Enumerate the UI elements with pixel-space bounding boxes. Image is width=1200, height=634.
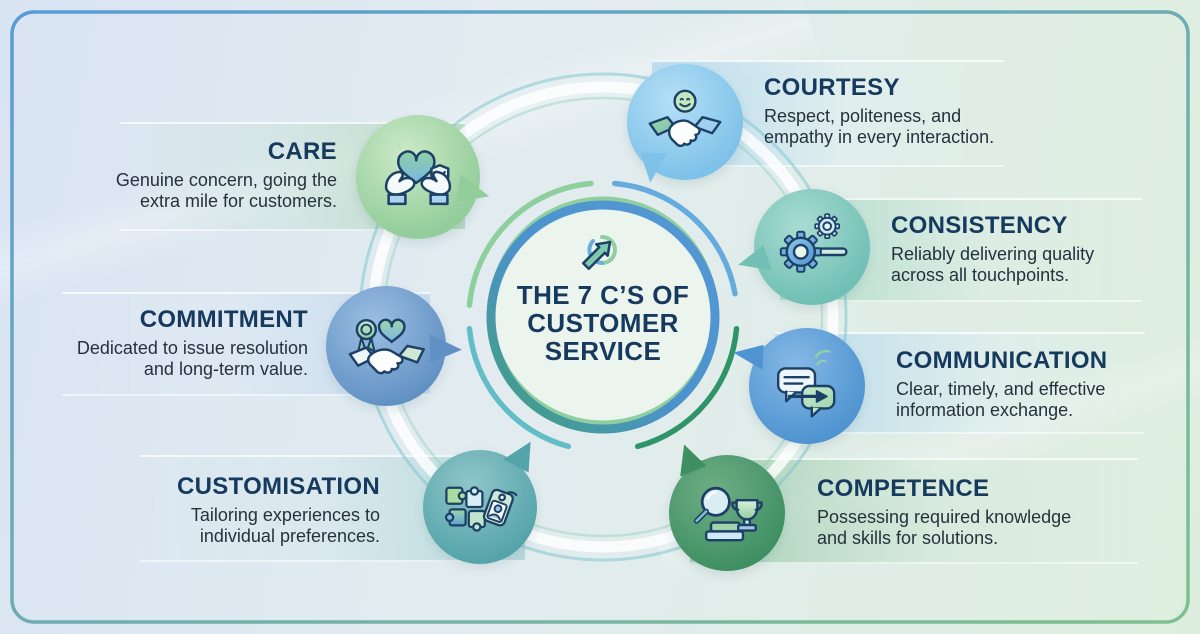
customisation-text: CUSTOMISATION Tailoring experiences to i… — [100, 473, 380, 547]
commitment-desc: Dedicated to issue resolution and long-t… — [76, 338, 308, 380]
customisation-desc: Tailoring experiences to individual pref… — [190, 505, 380, 547]
competence-desc: Possessing required knowledge and skills… — [817, 507, 1072, 549]
courtesy-title: COURTESY — [764, 74, 900, 101]
magnifier-books-trophy-icon — [693, 486, 763, 542]
commitment-bubble — [326, 286, 446, 406]
courtesy-desc: Respect, politeness, and empathy in ever… — [764, 106, 995, 148]
communication-title: COMMUNICATION — [896, 347, 1108, 374]
growth-arrow-icon — [581, 235, 617, 271]
commitment-text: COMMITMENT Dedicated to issue resolution… — [48, 306, 308, 380]
consistency-text: CONSISTENCY Reliably delivering quality … — [891, 212, 1143, 286]
chat-bubbles-icon — [777, 349, 836, 418]
courtesy-bubble — [627, 64, 743, 180]
courtesy-text: COURTESY Respect, politeness, and empath… — [764, 74, 1026, 148]
hub-title: THE 7 C’S OF CUSTOMER SERVICE — [503, 281, 703, 365]
consistency-title: CONSISTENCY — [891, 212, 1068, 239]
commitment-title: COMMITMENT — [139, 306, 308, 333]
care-desc: Genuine concern, going the extra mile fo… — [115, 170, 337, 212]
competence-text: COMPETENCE Possessing required knowledge… — [817, 475, 1117, 549]
customisation-bubble — [423, 450, 537, 564]
customisation-title: CUSTOMISATION — [176, 473, 380, 500]
care-bubble — [356, 115, 480, 239]
hub-title-line: THE 7 C’S OF — [516, 280, 690, 310]
puzzle-id-tag-icon — [444, 486, 518, 532]
communication-desc: Clear, timely, and effective information… — [896, 379, 1106, 421]
hub-title-line: CUSTOMER — [527, 308, 679, 339]
consistency-desc: Reliably delivering quality across all t… — [891, 244, 1095, 286]
competence-bubble — [669, 455, 785, 571]
gears-icon — [779, 213, 848, 273]
care-text: CARE Genuine concern, going the extra mi… — [77, 138, 337, 212]
hands-holding-heart-icon — [384, 138, 452, 206]
communication-text: COMMUNICATION Clear, timely, and effecti… — [896, 347, 1148, 421]
hub-title-line: SERVICE — [544, 336, 662, 367]
competence-title: COMPETENCE — [817, 475, 990, 502]
communication-bubble — [749, 328, 865, 444]
handshake-smiley-icon — [648, 89, 722, 148]
handshake-medal-icon — [348, 318, 425, 375]
care-title: CARE — [267, 138, 337, 165]
consistency-bubble — [754, 189, 870, 305]
